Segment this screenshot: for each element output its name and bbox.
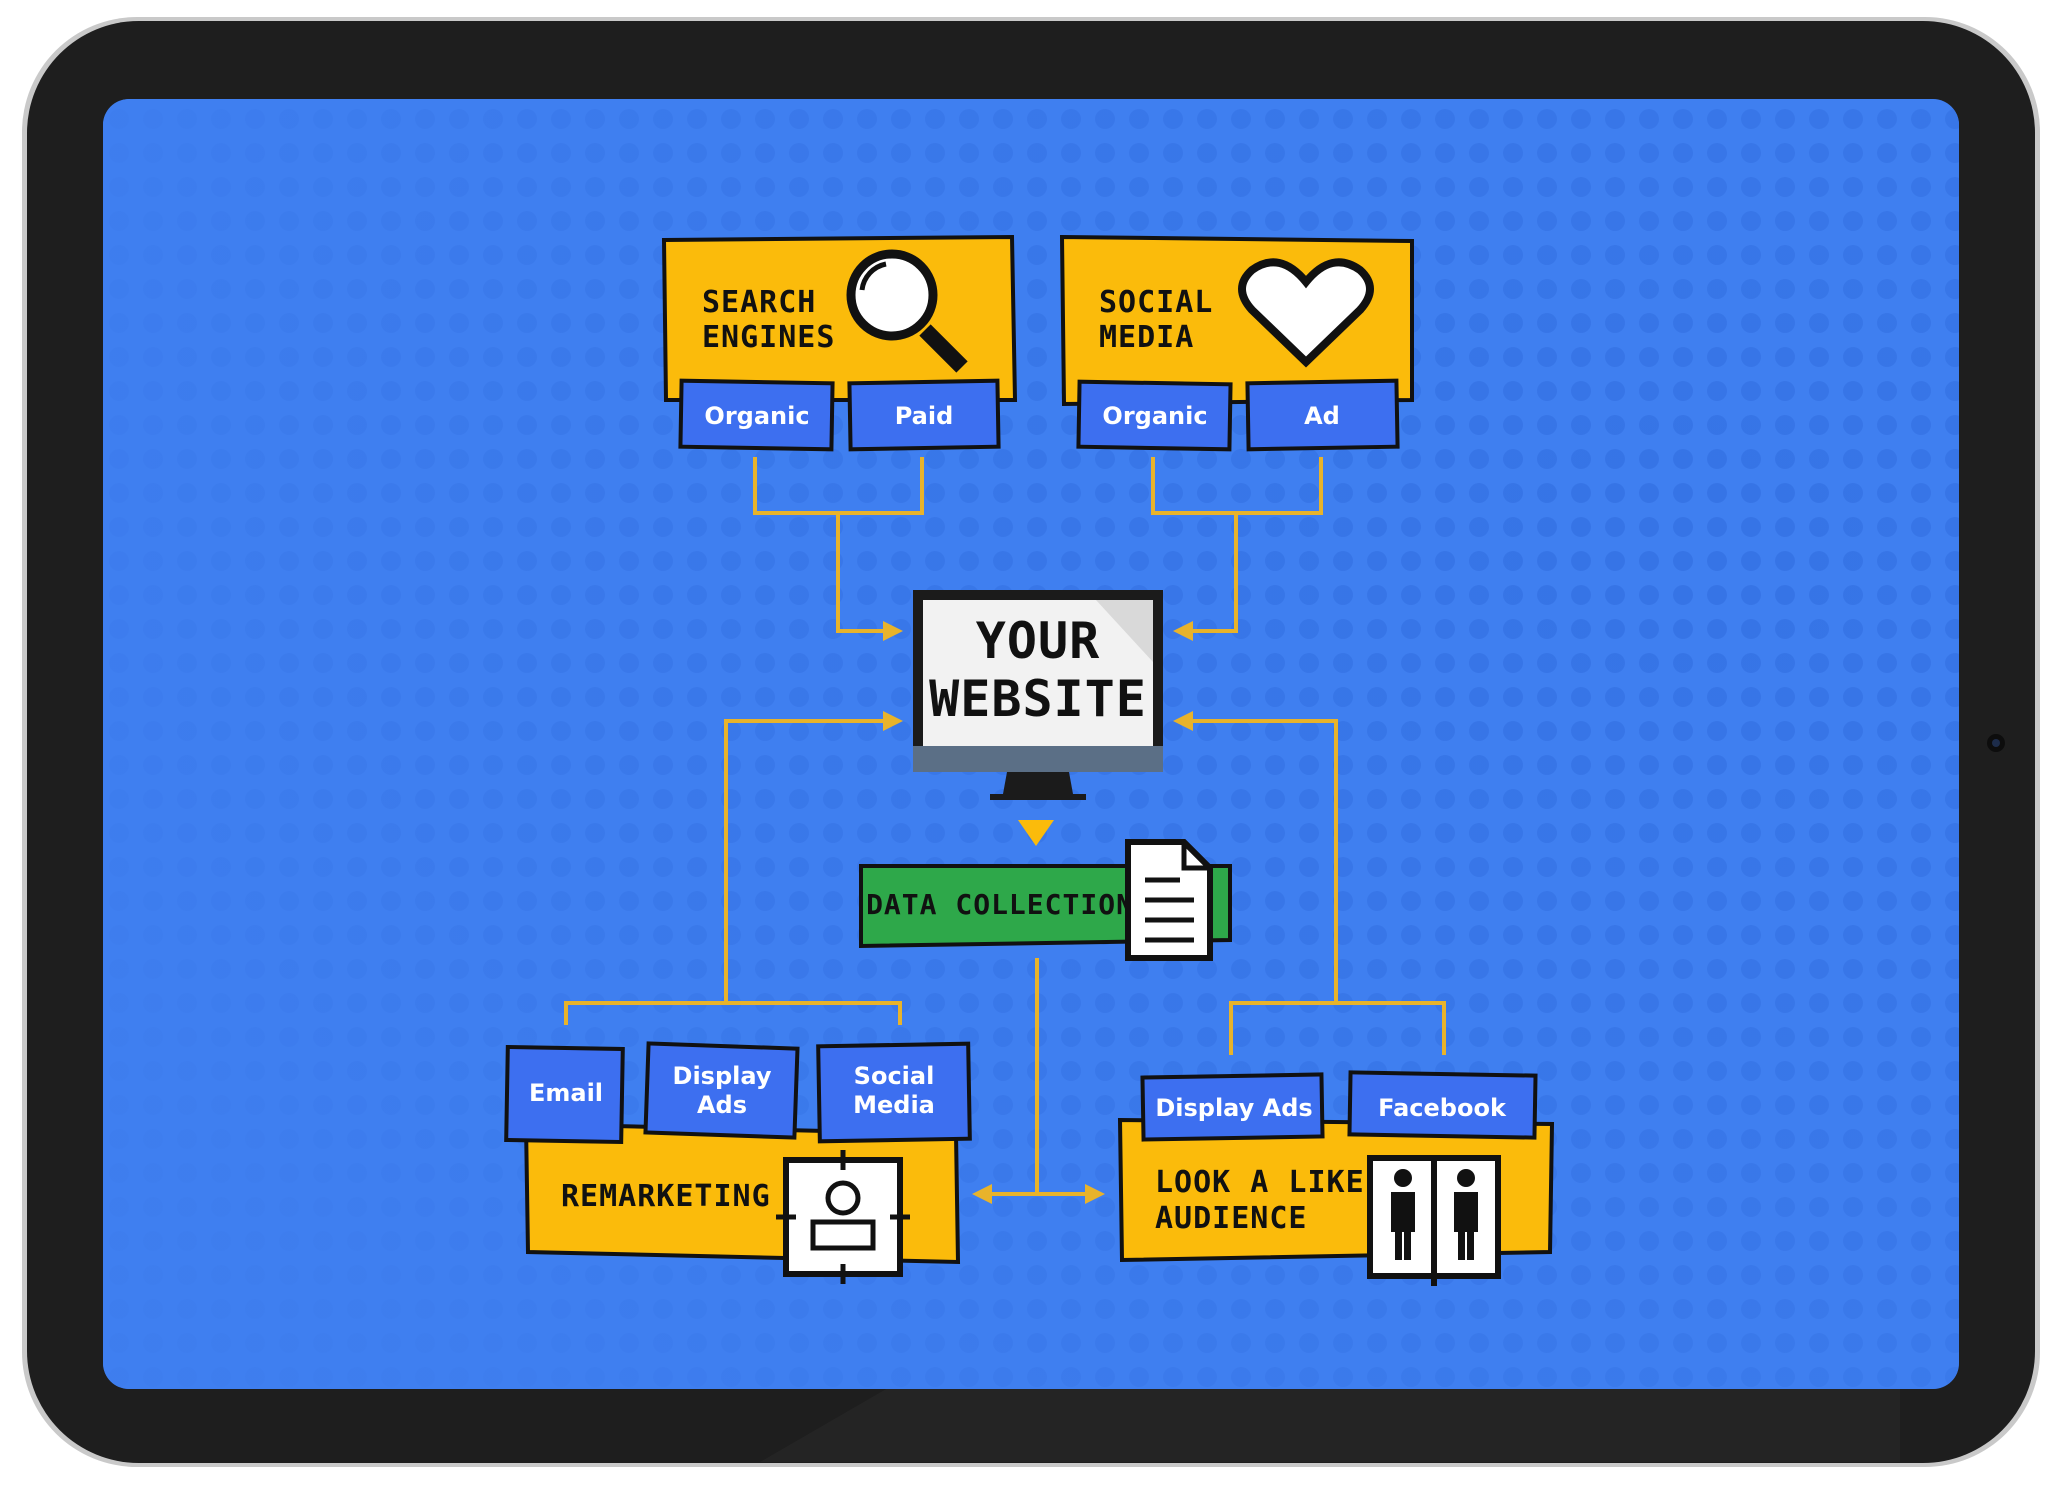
lookalike-audience-card: LOOK A LIKE AUDIENCE Display Ads Faceboo… (1117, 1070, 1555, 1286)
tag-label: Display Ads (1155, 1094, 1312, 1122)
heart-icon (1238, 258, 1374, 368)
target-user-icon (776, 1150, 910, 1284)
search-engines-title-line1: SEARCH (702, 285, 816, 320)
remarketing-card: REMARKETING Email Display Ads Social Med… (504, 1041, 972, 1284)
tag-label: Ads (697, 1091, 747, 1119)
magnifier-icon (846, 249, 968, 373)
tag-label: Ad (1304, 402, 1340, 430)
tag-label: Email (529, 1079, 603, 1107)
data-collection-bar: DATA COLLECTION (859, 839, 1232, 961)
tag-label: Display (673, 1062, 772, 1090)
tag-label: Social (854, 1062, 935, 1090)
tag-lookalike-facebook: Facebook (1347, 1070, 1538, 1140)
search-engines-title-line2: ENGINES (702, 320, 835, 355)
tag-lookalike-display-ads: Display Ads (1140, 1072, 1325, 1142)
tag-remarketing-email: Email (504, 1044, 625, 1145)
down-arrow-icon (1018, 820, 1054, 846)
connectors (564, 457, 1446, 1204)
website-line2: WEBSITE (929, 670, 1147, 728)
tag-remarketing-social-media: Social Media (816, 1041, 972, 1144)
tag-label: Organic (1102, 402, 1207, 430)
social-media-title-line2: MEDIA (1099, 320, 1194, 355)
tag-social-ad: Ad (1245, 378, 1400, 452)
tag-label: Paid (895, 402, 954, 430)
data-collection-label: DATA COLLECTION (866, 888, 1134, 921)
remarketing-title: REMARKETING (561, 1179, 771, 1214)
search-engines-card: SEARCH ENGINES Organic Paid (661, 234, 1018, 452)
social-media-card: SOCIAL MEDIA Organic Ad (1059, 234, 1414, 452)
social-media-title-line1: SOCIAL (1099, 285, 1213, 320)
tag-search-paid: Paid (847, 378, 1001, 452)
monitor-icon: YOUR WEBSITE (913, 590, 1163, 800)
tag-remarketing-display-ads: Display Ads (643, 1041, 800, 1140)
lookalike-title-line2: AUDIENCE (1155, 1201, 1308, 1236)
website-line1: YOUR (976, 612, 1100, 670)
people-icon (1367, 1155, 1501, 1286)
tag-label: Organic (704, 402, 809, 430)
tag-social-organic: Organic (1076, 379, 1233, 452)
tag-label: Facebook (1378, 1094, 1507, 1122)
document-icon (1125, 839, 1213, 961)
tag-label: Media (853, 1091, 935, 1119)
lookalike-title-line1: LOOK A LIKE (1155, 1165, 1365, 1200)
tag-search-organic: Organic (678, 378, 835, 452)
